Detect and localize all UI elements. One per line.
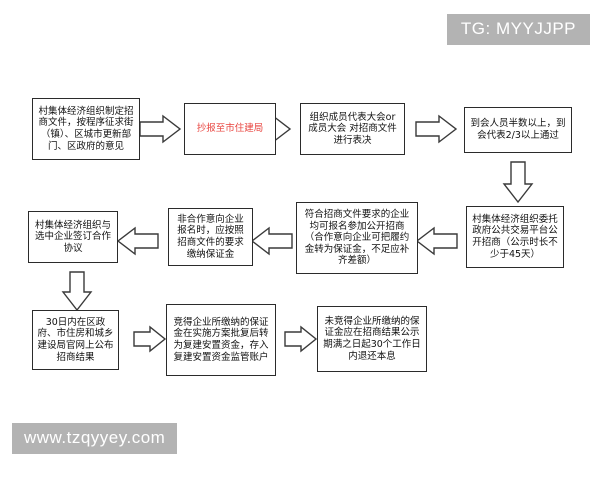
flow-node-n3[interactable]: 组织成员代表大会or成员大会 对招商文件进行表决 xyxy=(300,103,405,155)
flow-node-n10[interactable]: 竞得企业所缴纳的保证金在实施方案批复后转为复建安置资金，存入复建安置资金监管账户 xyxy=(166,304,276,376)
flow-node-n3-label: 组织成员代表大会or成员大会 对招商文件进行表决 xyxy=(308,111,397,146)
flow-node-n10-label: 竞得企业所缴纳的保证金在实施方案批复后转为复建安置资金，存入复建安置资金监管账户 xyxy=(173,316,269,363)
flow-node-n11[interactable]: 未竞得企业所缴纳的保证金应在招商结果公示期满之日起30个工作日内退还本息 xyxy=(317,306,427,372)
arrow-n5-to-n6 xyxy=(415,226,458,256)
flow-node-n9-label: 30日内在区政府、市住房和城乡建设局官网上公布招商结果 xyxy=(37,316,114,363)
flow-node-n4[interactable]: 到会人员半数以上，到会代表2/3以上通过 xyxy=(464,107,572,153)
flow-node-n8[interactable]: 村集体经济组织与选中企业签订合作协议 xyxy=(28,211,118,263)
watermark-bottom-left: www.tzqyyey.com xyxy=(12,423,178,454)
watermark-top-right: TG: MYYJJPP xyxy=(446,14,590,45)
flow-node-n1[interactable]: 村集体经济组织制定招商文件，按程序征求街（镇）、区城市更新部门、区政府的意见 xyxy=(32,98,140,160)
arrow-n7-to-n8 xyxy=(116,226,159,256)
flow-node-n9[interactable]: 30日内在区政府、市住房和城乡建设局官网上公布招商结果 xyxy=(32,310,119,370)
arrow-n9-to-n10 xyxy=(133,325,167,353)
flow-node-n2-label: 抄报至市住建局 xyxy=(196,123,264,135)
flow-node-n5[interactable]: 村集体经济组织委托政府公共交易平台公开招商（公示时长不少于45天） xyxy=(466,206,564,268)
flow-node-n7-label: 非合作意向企业报名时，应按照招商文件的要求缴纳保证金 xyxy=(177,213,244,260)
arrow-n1-to-n2 xyxy=(139,114,182,144)
flow-node-n8-label: 村集体经济组织与选中企业签订合作协议 xyxy=(34,219,111,254)
arrow-n3-to-n4 xyxy=(415,114,458,144)
arrow-n6-to-n7 xyxy=(250,226,293,256)
arrow-n8-to-n9 xyxy=(61,271,93,312)
flow-node-n4-label: 到会人员半数以上，到会代表2/3以上通过 xyxy=(470,118,566,141)
arrow-n10-to-n11 xyxy=(284,325,318,353)
flow-node-n7[interactable]: 非合作意向企业报名时，应按照招商文件的要求缴纳保证金 xyxy=(168,208,253,266)
flow-node-n6[interactable]: 符合招商文件要求的企业均可报名参加公开招商（合作意向企业可把履约金转为保证金，不… xyxy=(296,202,418,274)
flow-node-n11-label: 未竞得企业所缴纳的保证金应在招商结果公示期满之日起30个工作日内退还本息 xyxy=(323,315,421,362)
arrow-n4-to-n5 xyxy=(502,161,534,204)
flow-node-n5-label: 村集体经济组织委托政府公共交易平台公开招商（公示时长不少于45天） xyxy=(472,213,558,260)
flow-node-n2[interactable]: 抄报至市住建局 xyxy=(184,103,276,155)
flow-node-n1-label: 村集体经济组织制定招商文件，按程序征求街（镇）、区城市更新部门、区政府的意见 xyxy=(38,105,134,152)
flow-node-n6-label: 符合招商文件要求的企业均可报名参加公开招商（合作意向企业可把履约金转为保证金，不… xyxy=(304,209,410,267)
